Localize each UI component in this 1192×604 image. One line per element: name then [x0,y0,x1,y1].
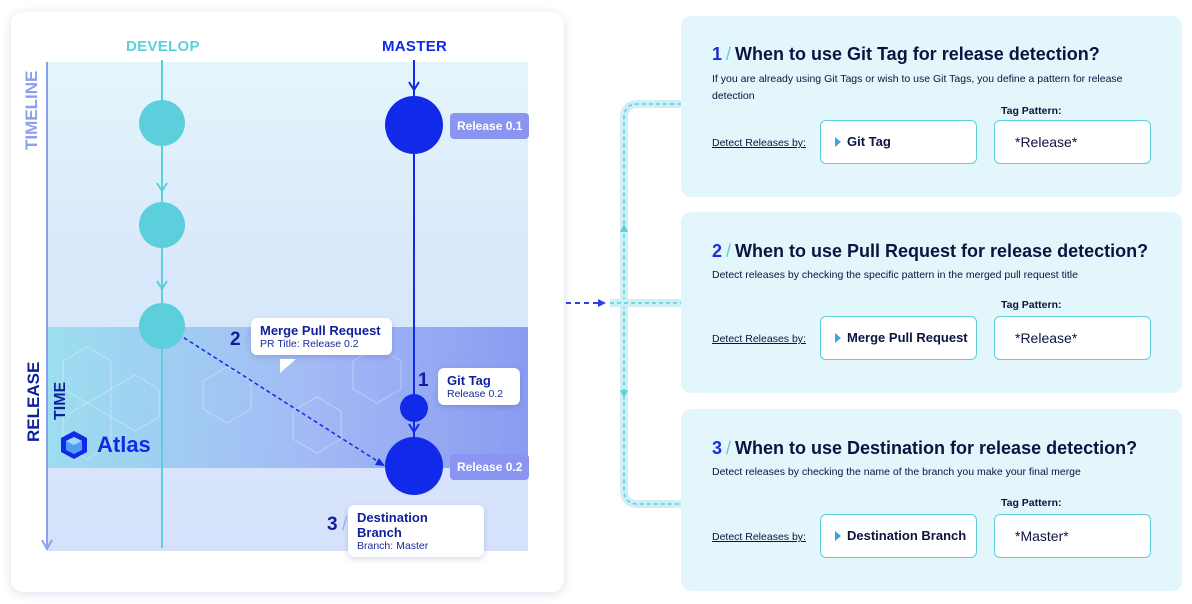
detect-method-select[interactable]: Git Tag [820,120,977,164]
detect-method-value: Destination Branch [847,528,967,543]
detect-method-value: Git Tag [847,134,891,149]
master-release-node [385,96,443,154]
tag-pattern-value: *Release* [1015,330,1078,346]
detect-releases-label: Detect Releases by: [712,531,806,543]
caret-right-icon [835,137,841,147]
destination-branch-callout: Destination Branch Branch: Master [348,505,484,557]
destination-panel: 3/When to use Destination for release de… [681,409,1182,591]
panel-heading: 2/When to use Pull Request for release d… [712,241,1149,261]
develop-commit-node [139,202,185,248]
caret-right-icon [835,531,841,541]
atlas-logo-text: Atlas [97,432,151,457]
release-badge: Release 0.2 [450,454,530,480]
merge-pr-step-number: 2 / [230,329,251,350]
hexagon-pattern [62,346,402,460]
git-tag-step-number: 1 / [418,370,439,391]
panel-heading: 3/When to use Destination for release de… [712,438,1138,458]
callout-subtitle: PR Title: Release 0.2 [260,338,359,350]
tag-pattern-label: Tag Pattern: [1001,299,1062,311]
git-tag-node [400,394,428,422]
detect-method-select[interactable]: Destination Branch [820,514,977,558]
tag-pattern-input[interactable]: *Release* [994,316,1151,360]
tag-pattern-label: Tag Pattern: [1001,497,1062,509]
callout-title: Merge Pull Request [260,323,381,338]
caret-right-icon [835,333,841,343]
develop-commit-node [139,100,185,146]
master-release-node [385,437,443,495]
release-badge: Release 0.1 [450,113,530,139]
develop-lane-label: DEVELOP [126,38,200,55]
git-tag-callout: Git Tag Release 0.2 [438,368,520,405]
develop-commit-node [139,303,185,349]
tag-pattern-label: Tag Pattern: [1001,105,1062,117]
destination-step-number: 3 / [327,514,348,535]
panel-description: Detect releases by checking the name of … [712,466,1081,478]
panel-description: Detect releases by checking the specific… [712,269,1078,281]
detect-releases-label: Detect Releases by: [712,333,806,345]
panel-heading: 1/When to use Git Tag for release detect… [712,44,1100,64]
atlas-logo-icon [61,431,87,459]
callout-pointer [280,359,296,373]
tag-pattern-input[interactable]: *Release* [994,120,1151,164]
tag-pattern-value: *Master* [1015,528,1069,544]
detect-releases-label: Detect Releases by: [712,137,806,149]
callout-subtitle: Release 0.2 [447,388,504,400]
callout-title: Git Tag [447,373,491,388]
timeline-plot-area [47,62,528,551]
panel-description: If you are already using Git Tags or wis… [712,73,1123,102]
master-lane-label: MASTER [382,38,448,55]
detect-method-select[interactable]: Merge Pull Request [820,316,977,360]
git-tag-panel: 1/When to use Git Tag for release detect… [681,16,1182,197]
pull-request-panel: 2/When to use Pull Request for release d… [681,212,1182,393]
merge-pull-request-callout: Merge Pull Request PR Title: Release 0.2 [251,318,392,355]
detect-method-value: Merge Pull Request [847,330,968,345]
callout-subtitle: Branch: Master [357,540,429,552]
tag-pattern-value: *Release* [1015,134,1078,150]
callout-title: Destination Branch [357,510,428,540]
tag-pattern-input[interactable]: *Master* [994,514,1151,558]
